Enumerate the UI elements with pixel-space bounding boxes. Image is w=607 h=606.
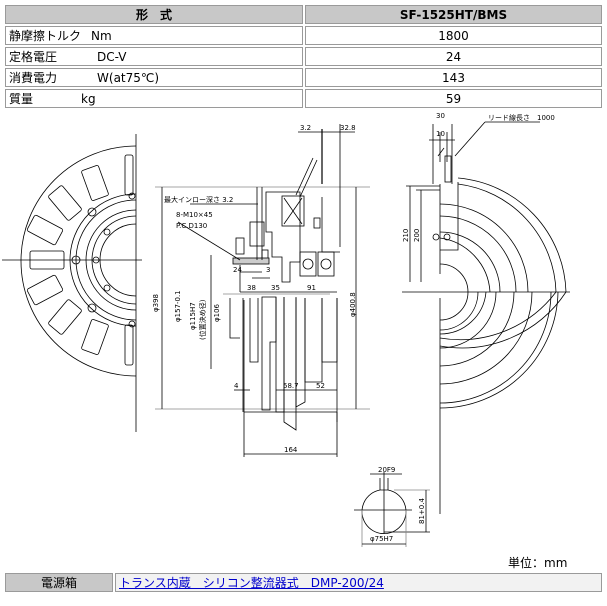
dim-24: 24 — [233, 266, 242, 274]
spec-unit: Nm — [91, 28, 112, 43]
dim-phi400-8: φ400.8 — [349, 292, 357, 317]
dim-58-7: 58.7 — [283, 382, 299, 390]
dim-keyway: 20F9 — [378, 466, 395, 474]
dim-52: 52 — [316, 382, 325, 390]
front-view — [2, 134, 142, 432]
spec-label: 消費電力 — [9, 70, 58, 85]
spec-value: 24 — [305, 47, 602, 66]
dim-bore: φ75H7 — [370, 535, 393, 543]
dim-200: 200 — [413, 229, 421, 242]
spec-row: 定格電圧 DC-V 24 — [5, 47, 602, 66]
spec-header-row: 形 式 SF-1525HT/BMS — [5, 5, 602, 24]
dim-phi106: φ106 — [213, 303, 221, 322]
unit-note: 単位：mm — [508, 556, 568, 570]
dim-pcd: P.C.D130 — [176, 222, 207, 230]
spec-value: 59 — [305, 89, 602, 108]
spec-table: 形 式 SF-1525HT/BMS 静摩擦トルク Nm 1800 定格電圧 DC-V… — [3, 3, 604, 110]
power-supply-table: 電源箱 トランス内蔵 シリコン整流器式 DMP-200/24 — [3, 571, 604, 594]
dim-phi115: φ115H7 — [189, 302, 197, 330]
dim-bolts: 8-M10×45 — [176, 211, 213, 219]
dim-164: 164 — [284, 446, 298, 454]
spec-value: 1800 — [305, 26, 602, 45]
keyway-view — [354, 472, 430, 547]
spec-unit: DC-V — [97, 49, 127, 64]
spec-label: 質量 — [9, 91, 34, 106]
technical-drawing: 3.2 32.8 最大インロー深さ 3.2 8-M10×45 P.C.D130 … — [2, 112, 570, 547]
dim-locating: (位置決め径) — [198, 299, 207, 340]
rear-view — [402, 121, 570, 514]
power-supply-link[interactable]: トランス内蔵 シリコン整流器式 DMP-200/24 — [119, 575, 384, 590]
spec-row: 静摩擦トルク Nm 1800 — [5, 26, 602, 45]
dim-30: 30 — [436, 112, 445, 120]
dim-35: 35 — [271, 284, 280, 292]
spec-row: 消費電力 W(at75℃) 143 — [5, 68, 602, 87]
spec-header-label: 形 式 — [5, 5, 303, 24]
dim-210: 210 — [402, 229, 410, 242]
dim-phi157: φ157-0.1 — [174, 290, 182, 322]
spec-header-model: SF-1525HT/BMS — [305, 5, 602, 24]
dim-phi398: φ398 — [152, 294, 160, 312]
dim-91: 91 — [307, 284, 316, 292]
power-supply-label: 電源箱 — [5, 573, 113, 592]
dim-4: 4 — [234, 382, 239, 390]
spec-unit: kg — [81, 91, 96, 106]
side-section-view — [155, 124, 370, 457]
spec-label: 定格電圧 — [9, 49, 58, 64]
dim-lead-wire: リード線長さ 1000 — [488, 113, 555, 122]
power-supply-row: 電源箱 トランス内蔵 シリコン整流器式 DMP-200/24 — [5, 573, 602, 592]
bolt-holes — [71, 192, 136, 328]
spec-row: 質量 kg 59 — [5, 89, 602, 108]
dim-3-2: 3.2 — [300, 124, 311, 132]
dim-3: 3 — [266, 266, 270, 274]
dim-max-spigot: 最大インロー深さ 3.2 — [164, 195, 233, 204]
spec-unit: W(at75℃) — [97, 70, 160, 85]
dim-38: 38 — [247, 284, 256, 292]
dim-key-height: 81+0.4 — [418, 498, 426, 524]
spec-value: 143 — [305, 68, 602, 87]
dim-32-8: 32.8 — [340, 124, 356, 132]
dim-10: 10 — [436, 130, 445, 138]
spec-label: 静摩擦トルク — [9, 28, 82, 43]
